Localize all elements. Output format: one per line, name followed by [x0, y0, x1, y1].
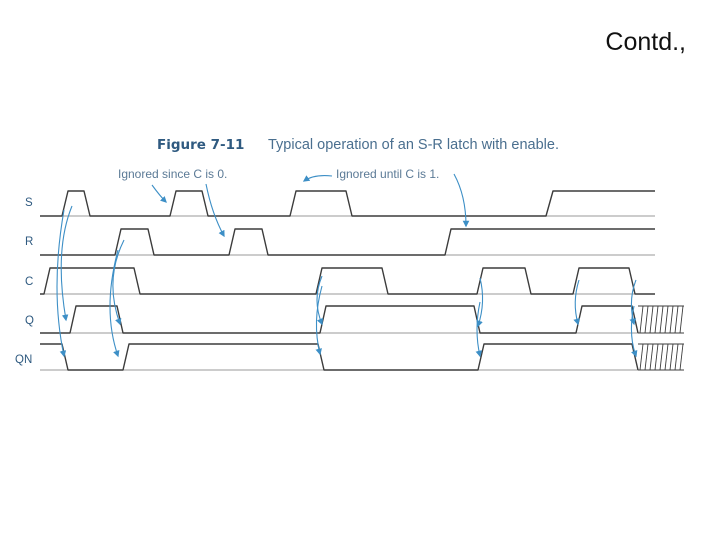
hatch-q-stroke-6 [669, 305, 674, 334]
hatch-qn-stroke-8 [679, 343, 684, 371]
hatch-qn-stroke-2 [649, 343, 654, 371]
arrow-annotation-1-to-r [205, 183, 225, 238]
arrow-annotation-2-to-r [453, 173, 470, 228]
waveform-qn [40, 343, 639, 371]
arrow-c-to-q-2 [476, 277, 484, 328]
signal-label-s: S [25, 197, 33, 209]
arrow-r-to-q [112, 239, 125, 326]
arrow-annotation-2-to-s [302, 175, 333, 182]
hatch-q-stroke-3 [654, 305, 659, 334]
hatch-q-stroke-0 [639, 305, 644, 334]
hatch-qn-stroke-0 [639, 343, 644, 371]
arrow-s-to-q [60, 205, 73, 322]
figure-caption: Typical operation of an S-R latch with e… [268, 137, 559, 153]
slide-title: Contd., [605, 28, 686, 56]
arrow-c-to-q-3 [573, 279, 580, 326]
hatch-qn-stroke-3 [654, 343, 659, 371]
hatch-qn-stroke-7 [674, 343, 679, 371]
arrow-c-to-qn-1 [315, 285, 323, 356]
hatch-region-qn [638, 343, 684, 371]
hatch-q-stroke-4 [659, 305, 664, 334]
hatch-qn-stroke-5 [664, 343, 669, 371]
hatch-q-stroke-8 [679, 305, 684, 334]
annotation-ignored-c0: Ignored since C is 0. [118, 167, 227, 181]
hatch-qn-stroke-4 [659, 343, 664, 371]
hatch-region-q [638, 305, 684, 334]
signal-label-qn: QN [15, 354, 32, 366]
signal-label-q: Q [25, 315, 34, 327]
waveform-s [40, 190, 655, 217]
arrow-c-to-q-4 [629, 279, 637, 326]
arrow-s-to-qn [56, 209, 67, 358]
arrow-annotation-1-to-s [151, 184, 167, 203]
annotation-ignored-until-c1: Ignored until C is 1. [336, 167, 439, 181]
waveform-r [40, 228, 655, 256]
arrow-c-to-qn-4 [630, 305, 638, 358]
arrow-r-to-qn [109, 249, 120, 358]
hatch-q-stroke-2 [649, 305, 654, 334]
hatch-qn-stroke-6 [669, 343, 674, 371]
hatch-q-stroke-5 [664, 305, 669, 334]
signal-label-r: R [25, 236, 33, 248]
hatch-q-stroke-1 [644, 305, 649, 334]
arrow-c-to-q-1 [316, 275, 324, 326]
waveform-c [40, 267, 655, 295]
signal-label-c: C [25, 276, 33, 288]
arrow-c-to-qn-2 [475, 301, 483, 358]
figure-label: Figure 7-11 [157, 137, 244, 153]
hatch-q-stroke-7 [674, 305, 679, 334]
waveform-q [40, 305, 639, 334]
hatch-qn-stroke-1 [644, 343, 649, 371]
